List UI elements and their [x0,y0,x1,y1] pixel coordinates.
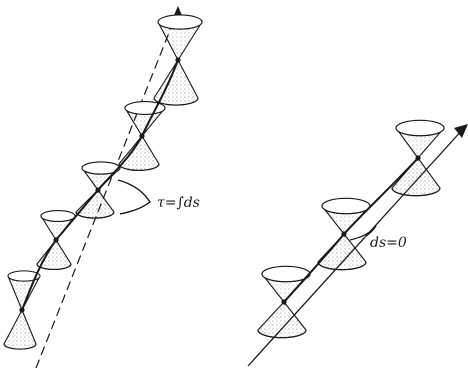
proper-time-label: τ=∫ds [157,195,200,211]
proper-time-brace [118,180,150,214]
lightlike-worldline-group [248,120,468,366]
future-cone-rim [158,15,202,29]
past-cone [4,310,36,349]
light-cone [154,15,202,105]
timelike-worldline-group [4,6,202,368]
future-cone-rim [322,198,370,213]
past-cone [318,234,366,270]
null-interval-label: ds=0 [370,235,407,251]
future-cone-rim [396,120,444,135]
past-cone [258,302,306,338]
future-cone-rim [262,266,310,281]
null-worldline [284,158,418,302]
time-axis [36,10,178,368]
future-cone-rim [41,211,75,222]
